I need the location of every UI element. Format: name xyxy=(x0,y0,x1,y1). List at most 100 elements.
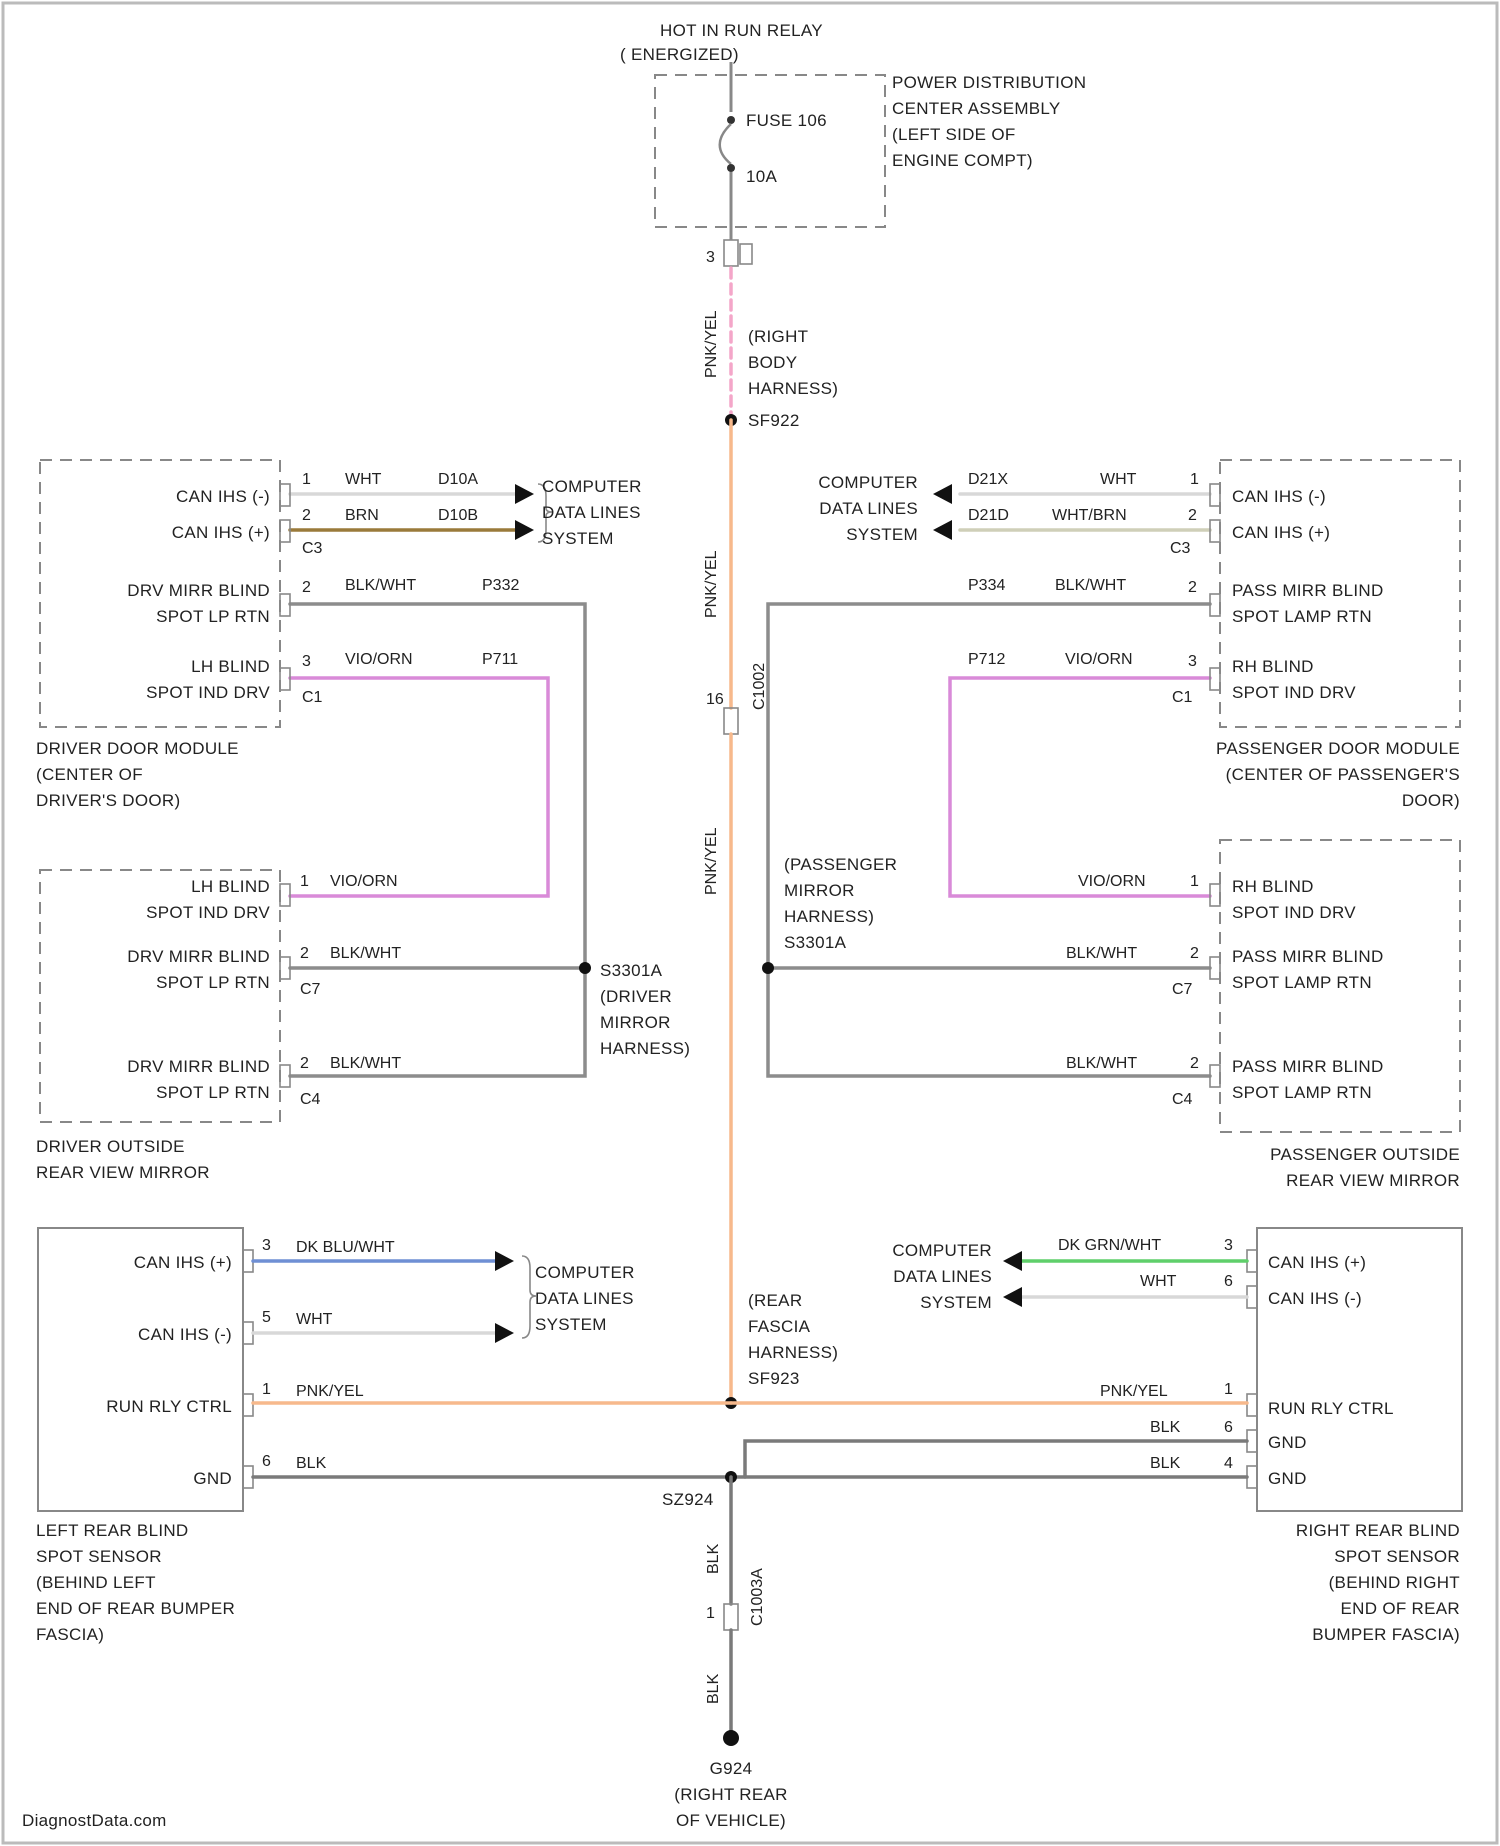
rmir-name-line2: REAR VIEW MIRROR xyxy=(1286,1171,1460,1190)
rss-cdl-line3: SYSTEM xyxy=(920,1293,992,1312)
rdm-pin4-label2: SPOT IND DRV xyxy=(1232,683,1356,702)
ground-label-line1: G924 xyxy=(710,1759,753,1778)
inline-connector xyxy=(724,708,738,734)
rmir-pin3-label1: PASS MIRR BLIND xyxy=(1232,1057,1384,1076)
ldm-name-line3: DRIVER'S DOOR) xyxy=(36,791,180,810)
rdm-pin2-color: WHT/BRN xyxy=(1052,507,1127,524)
ldm-pin3-label2: SPOT LP RTN xyxy=(156,607,270,626)
rdm-lamp-return-wire xyxy=(768,604,1210,1076)
rss-pin4-label: GND xyxy=(1268,1433,1307,1452)
rdm-conn-c1: C1 xyxy=(1172,689,1193,706)
pdc-label-line4: ENGINE COMPT) xyxy=(892,151,1033,170)
rdm-name-line3: DOOR) xyxy=(1402,791,1460,810)
rdm-pin1-label: CAN IHS (-) xyxy=(1232,487,1326,506)
lss-pin3-number: 1 xyxy=(262,1381,271,1398)
rdm-indicator-drive-wire xyxy=(950,678,1210,896)
rdm-cdl-line1: COMPUTER xyxy=(818,473,918,492)
lss-cdl-line1: COMPUTER xyxy=(535,1263,635,1282)
lmir-pin2-label2: SPOT LP RTN xyxy=(156,973,270,992)
rdm-pin4-label1: RH BLIND xyxy=(1232,657,1314,676)
pdc-label-line2: CENTER ASSEMBLY xyxy=(892,99,1061,118)
lmir-pin1-color: VIO/ORN xyxy=(330,873,398,890)
harness1-label-line1: (RIGHT xyxy=(748,327,808,346)
rdm-pin1-number: 1 xyxy=(1190,471,1199,488)
pdc-connector-body xyxy=(740,244,752,264)
lmir-pin2-number: 2 xyxy=(300,945,309,962)
pdc-connector-pin: 3 xyxy=(706,249,715,266)
harness1-label-line2: BODY xyxy=(748,353,797,372)
diagram-frame xyxy=(3,3,1497,1843)
pdc-box xyxy=(655,75,885,227)
lmir-name-line2: REAR VIEW MIRROR xyxy=(36,1163,210,1182)
lmir-pin1-label2: SPOT IND DRV xyxy=(146,903,270,922)
rdm-pin4-circuit: P712 xyxy=(968,651,1005,668)
ldm-name-line1: DRIVER DOOR MODULE xyxy=(36,739,239,758)
relay-label-line1: HOT IN RUN RELAY xyxy=(660,21,823,40)
rmir-conn-c4: C4 xyxy=(1172,1091,1193,1108)
ldm-can-minus-arrow xyxy=(515,484,534,504)
ground-splice-label: SZ924 xyxy=(662,1490,714,1509)
pdc-label-line1: POWER DISTRIBUTION xyxy=(892,73,1086,92)
ldm-pin4-label1: LH BLIND xyxy=(191,657,270,676)
rmir-pin3-color: BLK/WHT xyxy=(1066,1055,1137,1072)
lmir-pin3-label2: SPOT LP RTN xyxy=(156,1083,270,1102)
lmir-splice-line4: HARNESS) xyxy=(600,1039,690,1058)
lss-name-line4: END OF REAR BUMPER xyxy=(36,1599,235,1618)
ldm-pin3-label1: DRV MIRR BLIND xyxy=(127,581,270,600)
splice2-label-line3: HARNESS) xyxy=(748,1343,838,1362)
splice2-label-line1: (REAR xyxy=(748,1291,802,1310)
lmir-pin2-label1: DRV MIRR BLIND xyxy=(127,947,270,966)
rmir-pin3-label2: SPOT LAMP RTN xyxy=(1232,1083,1372,1102)
ldm-pin1-label: CAN IHS (-) xyxy=(176,487,270,506)
rdm-pin2-number: 2 xyxy=(1188,507,1197,524)
inline-connector-pin: 16 xyxy=(706,691,724,708)
rmir-conn-c7: C7 xyxy=(1172,981,1193,998)
lss-can-minus-arrow xyxy=(495,1323,514,1343)
rdm-pin2-label: CAN IHS (+) xyxy=(1232,523,1330,542)
ground-label-line3: OF VEHICLE) xyxy=(676,1811,786,1830)
ldm-cdl-line2: DATA LINES xyxy=(542,503,641,522)
lss-pin3-label: RUN RLY CTRL xyxy=(106,1397,232,1416)
trunk-wire-color-1: PNK/YEL xyxy=(703,310,720,378)
rdm-cdl-line3: SYSTEM xyxy=(846,525,918,544)
rmir-pin1-label2: SPOT IND DRV xyxy=(1232,903,1356,922)
trunk-wire-color-2: PNK/YEL xyxy=(703,550,720,618)
lmir-name-line1: DRIVER OUTSIDE xyxy=(36,1137,185,1156)
ldm-cdl-line1: COMPUTER xyxy=(542,477,642,496)
ldm-cdl-line3: SYSTEM xyxy=(542,529,614,548)
lss-name-line2: SPOT SENSOR xyxy=(36,1547,162,1566)
rdm-pin4-number: 3 xyxy=(1188,653,1197,670)
rdm-conn-c3: C3 xyxy=(1170,540,1191,557)
rdm-pin3-label1: PASS MIRR BLIND xyxy=(1232,581,1384,600)
ground-connector-id: C1003A xyxy=(749,1568,766,1626)
lss-pin4-number: 6 xyxy=(262,1453,271,1470)
ldm-pin2-circuit: D10B xyxy=(438,507,478,524)
rdm-can-minus-arrow xyxy=(933,484,952,504)
lmir-pin3-color: BLK/WHT xyxy=(330,1055,401,1072)
rmir-splice-line2: MIRROR xyxy=(784,881,855,900)
pdc-label-line3: (LEFT SIDE OF xyxy=(892,125,1016,144)
rdm-cdl-line2: DATA LINES xyxy=(819,499,918,518)
rmir-pin2-color: BLK/WHT xyxy=(1066,945,1137,962)
harness1-label-line3: HARNESS) xyxy=(748,379,838,398)
ldm-can-plus-arrow xyxy=(515,520,534,540)
rss-pin3-number: 1 xyxy=(1224,1381,1233,1398)
ground-point-icon xyxy=(723,1730,739,1746)
ldm-pin2-terminal xyxy=(280,520,290,542)
lmir-conn-c7: C7 xyxy=(300,981,321,998)
rss-cdl-line1: COMPUTER xyxy=(892,1241,992,1260)
rss-pin1-label: CAN IHS (+) xyxy=(1268,1253,1366,1272)
rmir-pin1-color: VIO/ORN xyxy=(1078,873,1146,890)
rss-name-line1: RIGHT REAR BLIND xyxy=(1296,1521,1460,1540)
fuse-terminal-top xyxy=(727,116,735,124)
rdm-pin3-terminal xyxy=(1210,594,1220,616)
inline-connector-id: C1002 xyxy=(751,663,768,710)
rss-pin5-number: 4 xyxy=(1224,1455,1233,1472)
rdm-name-line2: (CENTER OF PASSENGER'S xyxy=(1226,765,1460,784)
ldm-pin1-terminal xyxy=(280,484,290,506)
rdm-pin3-circuit: P334 xyxy=(968,577,1005,594)
lmir-splice-line1: S3301A xyxy=(600,961,663,980)
rmir-name-line1: PASSENGER OUTSIDE xyxy=(1270,1145,1460,1164)
rdm-pin1-color: WHT xyxy=(1100,471,1137,488)
